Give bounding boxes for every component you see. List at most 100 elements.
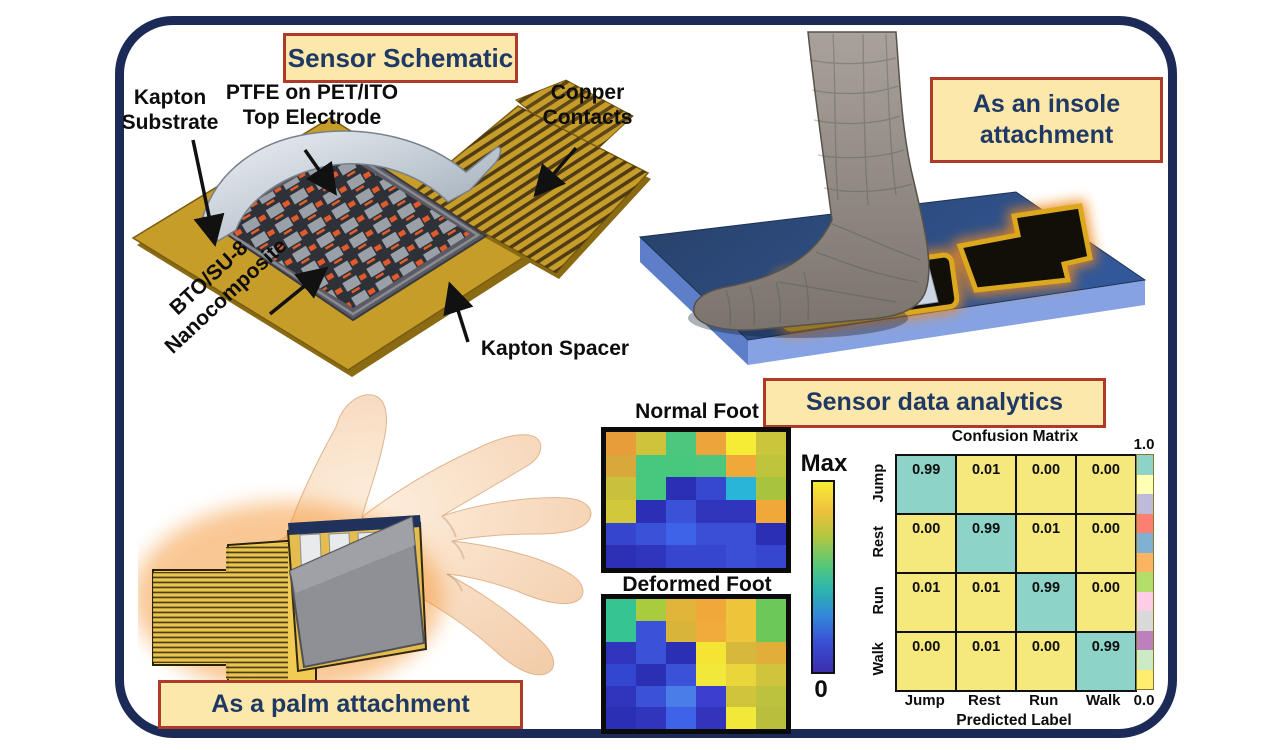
heatmap-cell <box>696 620 726 643</box>
palm-attachment-title: As a palm attachment <box>158 680 523 729</box>
confusion-cell: 0.00 <box>1076 573 1135 632</box>
heatmap-cell <box>756 499 786 523</box>
cm-colorbar-segment <box>1137 494 1153 514</box>
deformed-foot-label: Deformed Foot <box>622 573 772 596</box>
confusion-cell: 0.00 <box>1016 632 1076 690</box>
cm-row-label: Walk <box>871 642 887 676</box>
cm-colorbar-segment <box>1137 591 1153 611</box>
heatmap-cell <box>666 599 696 621</box>
heatmap-cell <box>756 685 786 708</box>
confusion-cell: 0.01 <box>1016 514 1076 573</box>
kapton-substrate-label: Kapton Substrate <box>121 86 219 135</box>
heatmap-cell <box>726 663 756 686</box>
cm-colorbar-segment <box>1137 533 1153 553</box>
confusion-cell: 0.99 <box>956 514 1016 573</box>
cm-colorbar-segment <box>1137 669 1153 689</box>
analytics-title-text: Sensor data analytics <box>805 388 1064 417</box>
heatmap-cell <box>666 499 696 523</box>
heatmap-cell <box>696 454 726 478</box>
heatmap-cell <box>606 707 636 729</box>
heatmap-cell <box>726 499 756 523</box>
confusion-cell-value: 0.00 <box>1031 462 1061 478</box>
sensor-schematic-title: Sensor Schematic <box>283 33 518 83</box>
cm-colorbar <box>1136 454 1154 690</box>
cm-col-label: Walk <box>1086 692 1121 709</box>
normal-foot-heatmap <box>601 427 791 573</box>
cm-colorbar-segment <box>1137 650 1153 670</box>
heatmap-cell <box>666 477 696 500</box>
confusion-cell-value: 0.99 <box>971 520 1001 537</box>
heatmap-cell <box>756 599 786 621</box>
heatmap-cell <box>726 685 756 708</box>
heatmap-cell <box>606 432 636 455</box>
arrow-bto-su8 <box>268 266 329 316</box>
heatmap-cell <box>666 663 696 686</box>
heatmap-cell <box>666 685 696 708</box>
heatmap-cell <box>606 620 636 643</box>
kapton-spacer-label: Kapton Spacer <box>480 337 630 360</box>
sensor-schematic-title-text: Sensor Schematic <box>287 42 514 73</box>
heatmap-cell <box>726 432 756 455</box>
heatmap-cell <box>606 599 636 621</box>
heatmap-cell <box>636 642 666 664</box>
heatmap-cell <box>756 545 786 568</box>
heatmap-cell <box>696 545 726 568</box>
value-colorbar-max-label: Max <box>800 450 848 477</box>
confusion-cell-value: 0.99 <box>1091 638 1120 655</box>
heatmap-cell <box>756 522 786 546</box>
insole-attachment-title-text: As an insole attachment <box>972 89 1121 149</box>
heatmap-cell <box>696 599 726 621</box>
arrow-copper-contacts <box>533 146 578 198</box>
confusion-cell-value: 0.01 <box>971 579 1001 596</box>
heatmap-cell <box>726 454 756 478</box>
confusion-cell-value: 0.00 <box>1091 462 1120 478</box>
confusion-cell-value: 0.99 <box>1031 579 1061 596</box>
copper-traces <box>413 106 648 273</box>
heatmap-cell <box>666 522 696 546</box>
sensor-schematic-illustration <box>131 79 651 377</box>
confusion-cell-value: 0.00 <box>912 638 941 655</box>
confusion-cell: 0.00 <box>897 632 956 690</box>
analytics-title: Sensor data analytics <box>763 378 1106 428</box>
heatmap-cell <box>606 522 636 546</box>
heatmap-cell <box>666 620 696 643</box>
heatmap-cell <box>726 642 756 664</box>
cm-colorbar-segment <box>1137 611 1153 631</box>
heatmap-cell <box>696 499 726 523</box>
heatmap-cell <box>636 545 666 568</box>
heatmap-cell <box>636 454 666 478</box>
heatmap-cell <box>756 663 786 686</box>
heatmap-cell <box>756 707 786 729</box>
confusion-cell: 0.00 <box>897 514 956 573</box>
heatmap-cell <box>606 477 636 500</box>
heatmap-cell <box>636 707 666 729</box>
foot-mesh-lines <box>725 33 921 327</box>
copper-traces-tongue <box>516 80 633 158</box>
heatmap-cell <box>756 642 786 664</box>
heatmap-cell <box>636 522 666 546</box>
confusion-cell: 0.01 <box>956 632 1016 690</box>
confusion-cell-value: 0.01 <box>971 462 1001 478</box>
confusion-cell-value: 0.00 <box>1031 638 1061 655</box>
heatmap-cell <box>756 454 786 478</box>
heatmap-cell <box>666 545 696 568</box>
heatmap-cell <box>696 432 726 455</box>
value-colorbar <box>811 480 835 674</box>
arrow-kapton-spacer <box>443 281 474 343</box>
cm-colorbar-top-label: 1.0 <box>1133 436 1155 453</box>
heatmap-cell <box>666 707 696 729</box>
normal-foot-label: Normal Foot <box>635 400 759 423</box>
heatmap-cell <box>696 663 726 686</box>
heatmap-cell <box>636 599 666 621</box>
confusion-cell: 0.99 <box>1076 632 1135 690</box>
heatmap-cell <box>606 499 636 523</box>
insole-slab-left-side <box>640 237 748 365</box>
palm-ptfe-sheen <box>290 517 415 593</box>
arrow-kapton-substrate <box>191 139 225 247</box>
cm-colorbar-segment <box>1137 474 1153 494</box>
confusion-cell: 0.01 <box>956 456 1016 514</box>
